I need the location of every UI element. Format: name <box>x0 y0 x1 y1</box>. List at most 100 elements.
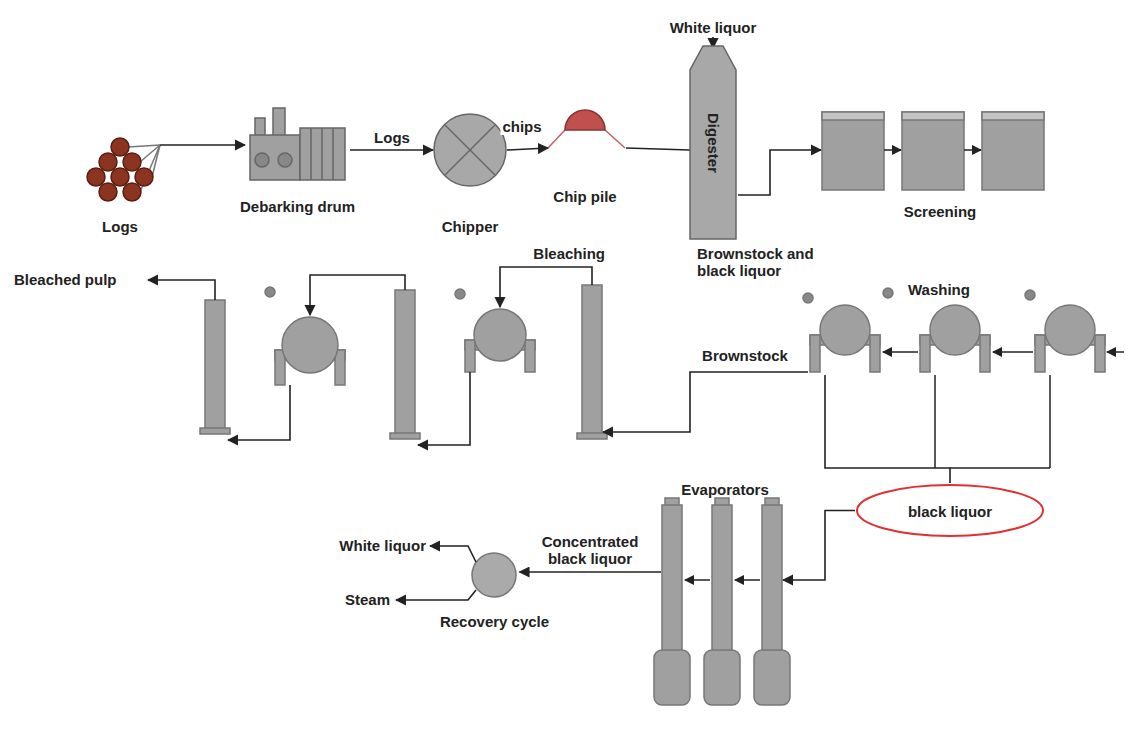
screening-node: Screening <box>815 105 1065 220</box>
bleaching-node: Bleaching <box>195 245 605 450</box>
log-pile-part <box>123 153 141 171</box>
ellipse-outline <box>857 485 1043 536</box>
evaporators-part <box>654 650 690 705</box>
bleaching-stages-part <box>395 290 415 435</box>
log-pile-part <box>87 168 105 186</box>
evaporators-part <box>762 505 782 655</box>
stream-label: Bleached pulp <box>14 271 117 288</box>
debarking-drum-part <box>321 128 323 180</box>
washer-drums-part <box>820 305 870 355</box>
bleaching-stages-part <box>282 317 338 373</box>
log-pile-part <box>123 183 141 201</box>
washer-drums-part <box>1095 335 1105 372</box>
washer-drums-part <box>950 467 1050 469</box>
bleaching-stages-part <box>525 340 535 372</box>
recovery-boiler-part <box>472 553 516 597</box>
flow-connector <box>507 148 548 150</box>
equipment-label: Washing <box>908 281 970 298</box>
bleaching-stages-part <box>200 428 230 434</box>
bleaching-stages-part-part <box>418 372 470 445</box>
stream-label: Brownstock and black liquor <box>697 245 837 279</box>
washer-drums-part <box>980 335 990 372</box>
bleaching-stages <box>148 267 607 445</box>
debarker-node: Debarking drum <box>237 95 358 215</box>
debarking-drum-part <box>278 153 292 167</box>
washer-drums-part <box>883 351 918 353</box>
log-pile-node: Logs <box>80 135 160 235</box>
flow-connector <box>738 150 821 195</box>
debarking-drum-part <box>273 108 285 138</box>
screening-tanks-part <box>884 149 901 151</box>
screening-tanks-part <box>902 112 964 190</box>
bleaching-stages-part <box>582 285 602 435</box>
chip-pile-node: Chip pile <box>540 95 630 205</box>
flow-connector <box>626 148 690 150</box>
equipment-label: Evaporators <box>681 481 769 498</box>
recovery-boiler <box>396 546 516 600</box>
debarking-drum <box>250 108 345 180</box>
digester-outline <box>690 46 736 239</box>
log-pile-part <box>99 153 117 171</box>
equipment-label: Debarking drum <box>240 198 355 215</box>
chip-pile <box>548 110 625 148</box>
chipper-part <box>445 125 495 175</box>
equipment-label: Screening <box>904 203 977 220</box>
washer-drums-part <box>870 335 880 372</box>
flow-label: Logs <box>372 129 412 146</box>
bleaching-stages-part-part <box>148 280 215 300</box>
flow-connector <box>603 372 808 432</box>
chipper-part <box>434 114 506 186</box>
screening-tanks-part <box>982 112 1044 190</box>
log-pile-part <box>111 138 129 156</box>
chip-pile-part <box>548 130 565 148</box>
washing-node: Washing <box>800 280 1120 375</box>
evaporators-part <box>754 650 790 705</box>
equipment-label: Chipper <box>442 218 499 235</box>
bleaching-stages-part <box>148 267 592 445</box>
evaporators-part <box>685 579 710 581</box>
recovery-boiler-part-part <box>430 546 476 562</box>
washer-drums-part <box>1049 375 1051 468</box>
recovery-boiler-part-part <box>396 590 476 600</box>
screening-tanks <box>822 112 1044 190</box>
screening-tanks-part <box>822 112 884 120</box>
debarking-drum-part <box>310 128 312 180</box>
equipment-label: Chip pile <box>553 188 616 205</box>
washer-drums-part <box>993 351 1033 353</box>
flow-connector <box>350 149 433 151</box>
chip-pile-part <box>565 110 605 130</box>
washer-drums-part <box>1025 290 1035 300</box>
screening-tanks-part <box>902 112 964 120</box>
washer-drums-part <box>803 293 813 303</box>
chip-pile-part <box>605 130 625 148</box>
bleaching-stages-part-part <box>500 267 592 307</box>
log-pile <box>87 138 160 201</box>
evaporators-part <box>662 505 682 655</box>
log-pile-part <box>111 168 129 186</box>
recovery-boiler-part <box>396 546 476 600</box>
washer-drums-part <box>930 305 980 355</box>
debarking-drum-part <box>255 153 269 167</box>
bleaching-stages-part <box>205 300 225 430</box>
equipment-label: Logs <box>102 218 138 235</box>
equipment-label: Bleaching <box>533 245 605 262</box>
washer-drums-part <box>934 375 936 468</box>
bleaching-stages-part <box>265 287 275 297</box>
screening-tanks-part <box>982 112 1044 120</box>
equipment-label: Digester <box>705 112 722 172</box>
debarking-drum-part <box>332 128 334 180</box>
washer-drums-part <box>883 288 893 298</box>
stream-label: White liquor <box>339 537 426 554</box>
evaporators-part <box>735 579 760 581</box>
flow-label: Brownstock <box>700 347 790 364</box>
flow-connector <box>825 375 950 483</box>
evaporators-part <box>712 505 732 655</box>
bleaching-stages-part <box>390 433 420 439</box>
flow-connector <box>520 571 662 573</box>
flow-connector <box>160 144 245 146</box>
log-pile-part <box>128 145 160 147</box>
debarking-drum-part <box>250 135 300 180</box>
evaporators-part <box>704 650 740 705</box>
